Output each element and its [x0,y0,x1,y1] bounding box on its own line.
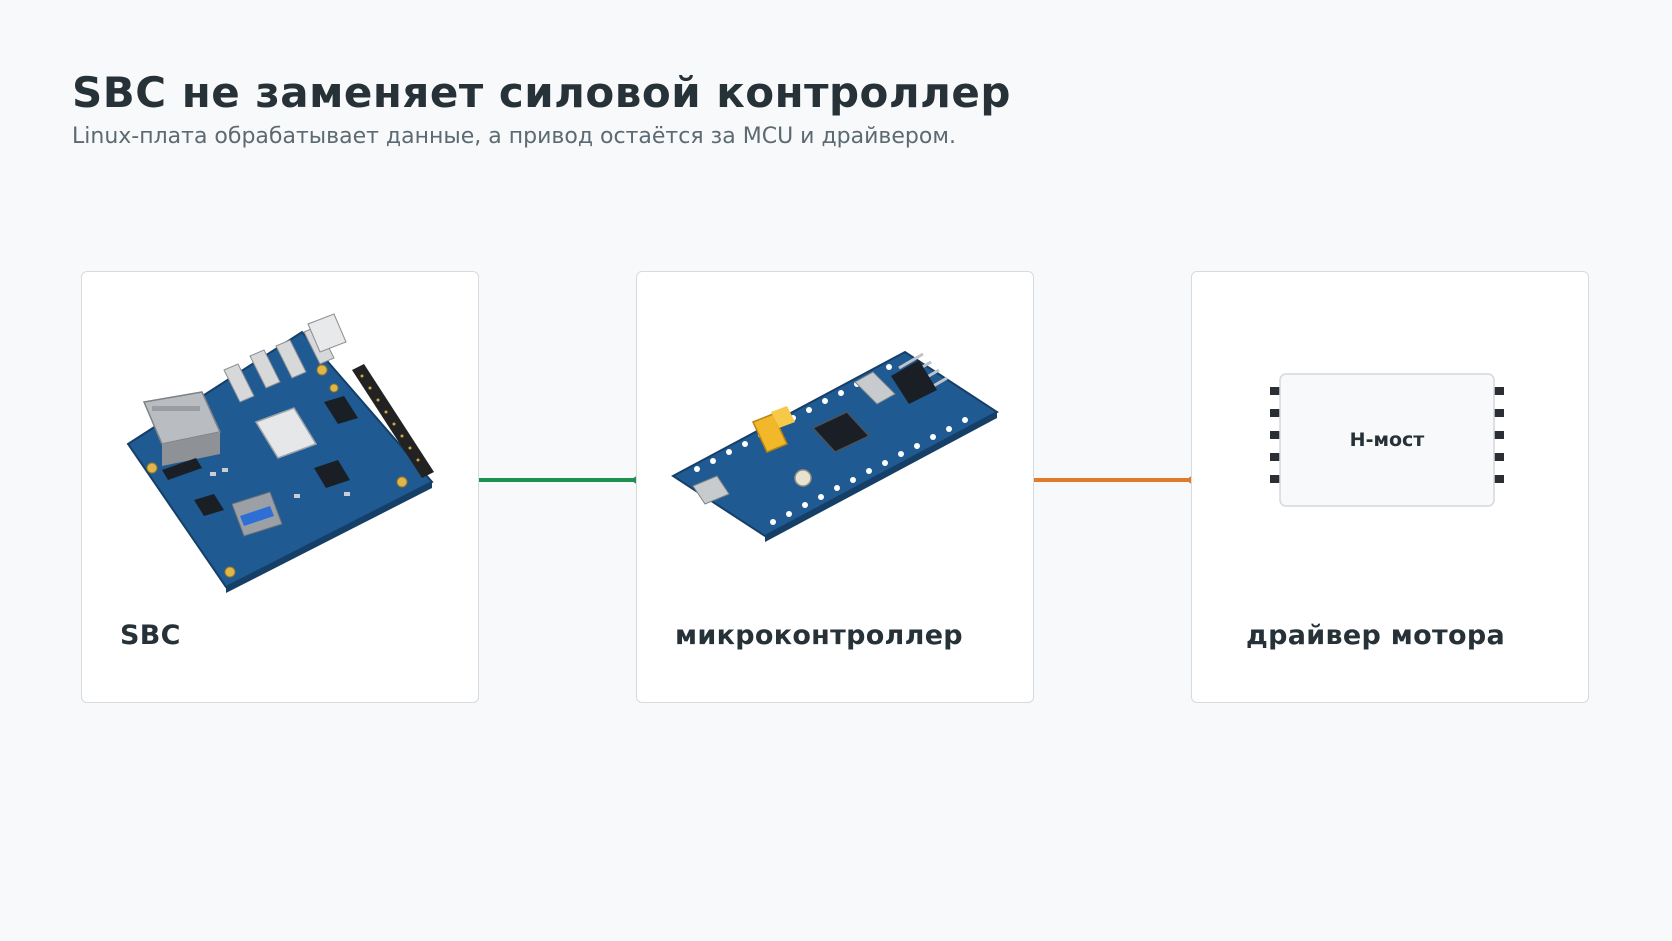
node-mcu-card: микроконтроллер [636,271,1034,703]
page-title: SBC не заменяет силовой контроллер [72,68,1011,117]
node-driver-card: H-мост драйвер мотора [1191,271,1589,703]
node-label: микроконтроллер [675,620,963,651]
mcu-board-icon [671,350,999,542]
connector-mcu-to-driver [1034,476,1191,484]
node-label: драйвер мотора [1246,620,1505,651]
h-bridge-chip-label: H-мост [1349,429,1425,451]
connector-sbc-to-mcu [479,476,636,484]
sbc-board-icon [126,313,434,593]
node-label: SBC [120,620,181,651]
h-bridge-chip-icon [1270,373,1504,507]
node-sbc-card: SBC [81,271,479,703]
page-subtitle: Linux-плата обрабатывает данные, а приво… [72,124,956,149]
